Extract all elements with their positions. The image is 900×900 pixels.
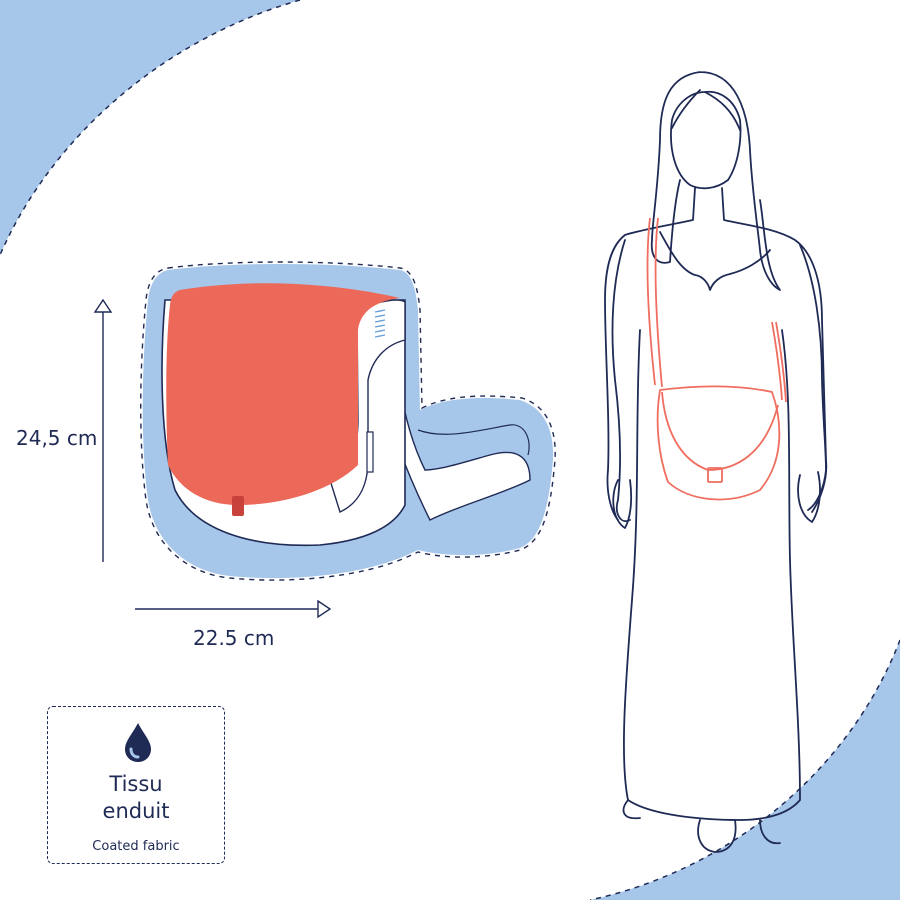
closure-tab: [232, 496, 244, 516]
height-dimension-label: 24,5 cm: [16, 426, 98, 450]
worn-bag-strap-back: [771, 321, 787, 403]
height-arrow: [93, 298, 113, 562]
material-name-fr-line1: Tissu: [109, 772, 163, 796]
width-dimension-label: 22.5 cm: [193, 626, 275, 650]
person-right-hand: [797, 471, 821, 523]
zipper: [374, 309, 386, 338]
bag-illustration: [140, 261, 556, 581]
side-rivet: [366, 431, 374, 473]
dress-body: [623, 329, 801, 821]
material-name-fr: Tissu enduit: [48, 771, 224, 825]
bag-strap-inner: [417, 424, 530, 456]
bag-flap: [166, 283, 400, 505]
person-hair: [650, 71, 781, 291]
bag-halo-outline: [140, 261, 556, 581]
worn-bag-body: [656, 385, 781, 501]
person-face: [670, 90, 742, 190]
bottom-right-blob: [590, 640, 900, 900]
person-feet: [697, 819, 781, 853]
top-left-blob-edge: [0, 0, 301, 256]
top-left-blob: [0, 0, 300, 255]
dress-hem-left: [622, 799, 641, 820]
hair-parting: [671, 89, 741, 131]
person-left-arm: [611, 239, 631, 522]
material-info-box: Tissu enduit Coated fabric: [47, 706, 225, 864]
person-right-arm: [799, 244, 827, 511]
worn-bag-flap: [661, 391, 779, 471]
worn-bag: [646, 217, 787, 501]
water-drop-icon: [125, 723, 151, 762]
material-name-en: Coated fabric: [92, 839, 180, 854]
material-name-fr-line2: enduit: [102, 799, 170, 823]
bottom-right-blob-edge: [589, 639, 900, 900]
worn-bag-strap-front: [646, 217, 663, 388]
dress-neckline: [659, 231, 771, 291]
bag-strap: [371, 349, 531, 521]
person-figure: [604, 71, 828, 853]
worn-bag-clasp: [707, 467, 723, 483]
person-left-hand: [612, 479, 633, 529]
width-arrow: [135, 599, 332, 619]
